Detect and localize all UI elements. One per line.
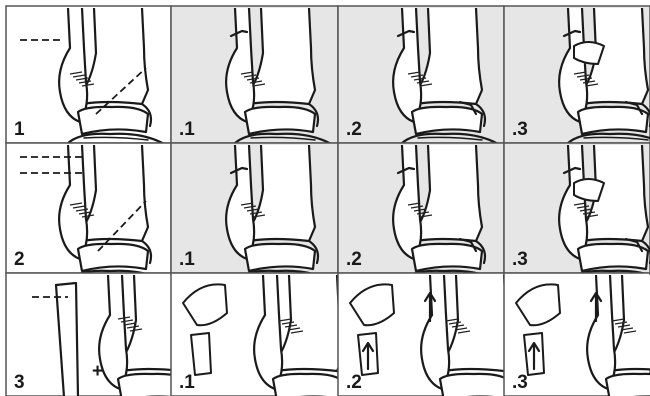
talus-shape bbox=[245, 107, 315, 134]
panel-r2-c2: .1 bbox=[171, 143, 338, 282]
talus-shape bbox=[578, 244, 648, 271]
talus-shape bbox=[78, 107, 148, 134]
panel-r2-c1: 2 bbox=[6, 143, 171, 282]
panel-label: 3 bbox=[14, 372, 25, 393]
plus-sign: + bbox=[92, 361, 103, 382]
talus-shape bbox=[606, 374, 650, 396]
panel-label: 2 bbox=[14, 249, 25, 270]
panel-label: .2 bbox=[346, 119, 362, 140]
bone-fragment-shape bbox=[574, 42, 604, 64]
panel-r1-c3: .2 bbox=[338, 6, 504, 145]
talus-shape bbox=[412, 244, 482, 271]
panel-r3-c3: .2 bbox=[338, 273, 528, 396]
panel-r2-c4: .3 bbox=[504, 143, 650, 282]
fibula-fragment-shape bbox=[191, 333, 211, 375]
panel-r2-c3: .2 bbox=[338, 143, 504, 282]
talus-shape bbox=[578, 107, 648, 134]
panel-label: .3 bbox=[512, 119, 528, 140]
panel-r1-c2: .1 bbox=[171, 6, 338, 145]
panel-r1-c4: .3 bbox=[504, 6, 650, 145]
panel-grid: 1 .1 .2 .3 2 .1 .2 .3 +3 .1 .2 .3 bbox=[6, 6, 650, 396]
bone-fragment-shape bbox=[574, 179, 604, 201]
panel-label: .1 bbox=[179, 119, 195, 140]
panel-label: .3 bbox=[512, 372, 528, 393]
panel-label: .3 bbox=[512, 249, 528, 270]
panel-label: .1 bbox=[179, 372, 195, 393]
panel-label: 1 bbox=[14, 119, 25, 140]
panel-label: .2 bbox=[346, 372, 362, 393]
talus-shape bbox=[273, 374, 343, 396]
panel-r3-c4: .3 bbox=[504, 273, 650, 396]
panel-label: .1 bbox=[179, 249, 195, 270]
panel-label: .2 bbox=[346, 249, 362, 270]
panel-r1-c1: 1 bbox=[6, 6, 171, 145]
talus-shape bbox=[440, 374, 510, 396]
talus-shape bbox=[245, 244, 315, 271]
talus-shape bbox=[412, 107, 482, 134]
panel-r3-c2: .1 bbox=[171, 273, 361, 396]
talus-shape bbox=[78, 244, 148, 271]
